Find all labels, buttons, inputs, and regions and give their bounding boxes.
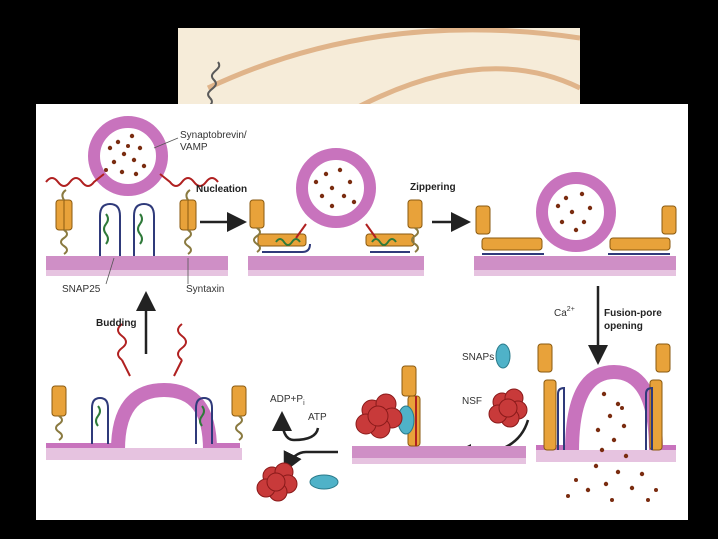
stage-free-vesicle: Synaptobrevin/ VAMP SNAP25 Syntaxin [45,116,247,295]
synaptobrevin-label: Synaptobrevin/ [180,130,247,141]
stage-nucleation [248,148,424,276]
zippering-label: Zippering [410,182,456,193]
syntaxin-right [179,189,197,255]
budding-label: Budding [96,318,137,329]
snap25-label: SNAP25 [62,284,101,295]
snaps-label: SNAPs [462,352,494,363]
neurotransmitter-dots [104,133,147,177]
fusion-pore-label-line2: opening [604,321,643,332]
snare-cycle-panel: Synaptobrevin/ VAMP SNAP25 Syntaxin Nucl… [36,104,688,520]
ca-label: Ca2+ [554,306,575,319]
snap25 [99,202,155,256]
stage-zippered [474,172,677,276]
released-neurotransmitter [566,391,658,502]
fusion-pore-label: Fusion-pore [604,308,662,319]
syntaxin [55,189,73,255]
stage-fusion [536,343,676,502]
syntaxin-label: Syntaxin [186,284,224,295]
nsf-hexamer [355,393,403,439]
atp-arrow [283,450,338,473]
stage-nsf-binding: SNAPs NSF [352,343,528,464]
vesicle [88,116,168,196]
snap-protein [495,343,511,369]
synaptobrevin [45,173,219,187]
atp-label: ATP [308,412,327,423]
nsf-released [256,462,298,502]
synaptobrevin-label-line2: VAMP [180,142,208,153]
membrane [46,256,228,270]
adp-arrow [272,411,320,442]
snare-cycle-diagram: Synaptobrevin/ VAMP SNAP25 Syntaxin Nucl… [45,116,677,502]
snap-released [309,474,339,490]
nsf-label: NSF [462,396,482,407]
adp-label: ADP+Pi [270,394,305,407]
stage-budding [46,323,247,460]
nucleation-label: Nucleation [196,184,247,195]
nsf-hexamer-free [488,388,528,428]
